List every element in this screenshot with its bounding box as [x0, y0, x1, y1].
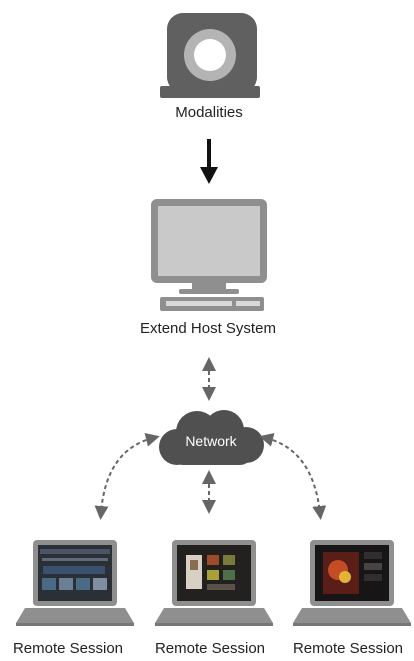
network-right-link — [259, 432, 327, 520]
cloud-icon — [159, 410, 264, 465]
remote-session-label: Remote Session — [292, 640, 404, 657]
laptop-icon — [16, 540, 134, 626]
mri-scanner-icon — [160, 13, 260, 98]
host-system-label: Extend Host System — [140, 320, 276, 337]
laptop-icon — [155, 540, 273, 626]
desktop-computer-icon — [151, 199, 267, 311]
network-left-link — [94, 432, 160, 520]
laptop-icon — [293, 540, 411, 626]
network-label: Network — [185, 433, 237, 449]
modalities-label: Modalities — [175, 104, 243, 121]
remote-session-label: Remote Session — [12, 640, 124, 657]
remote-session-label: Remote Session — [154, 640, 266, 657]
data-flow-arrow — [200, 139, 218, 184]
